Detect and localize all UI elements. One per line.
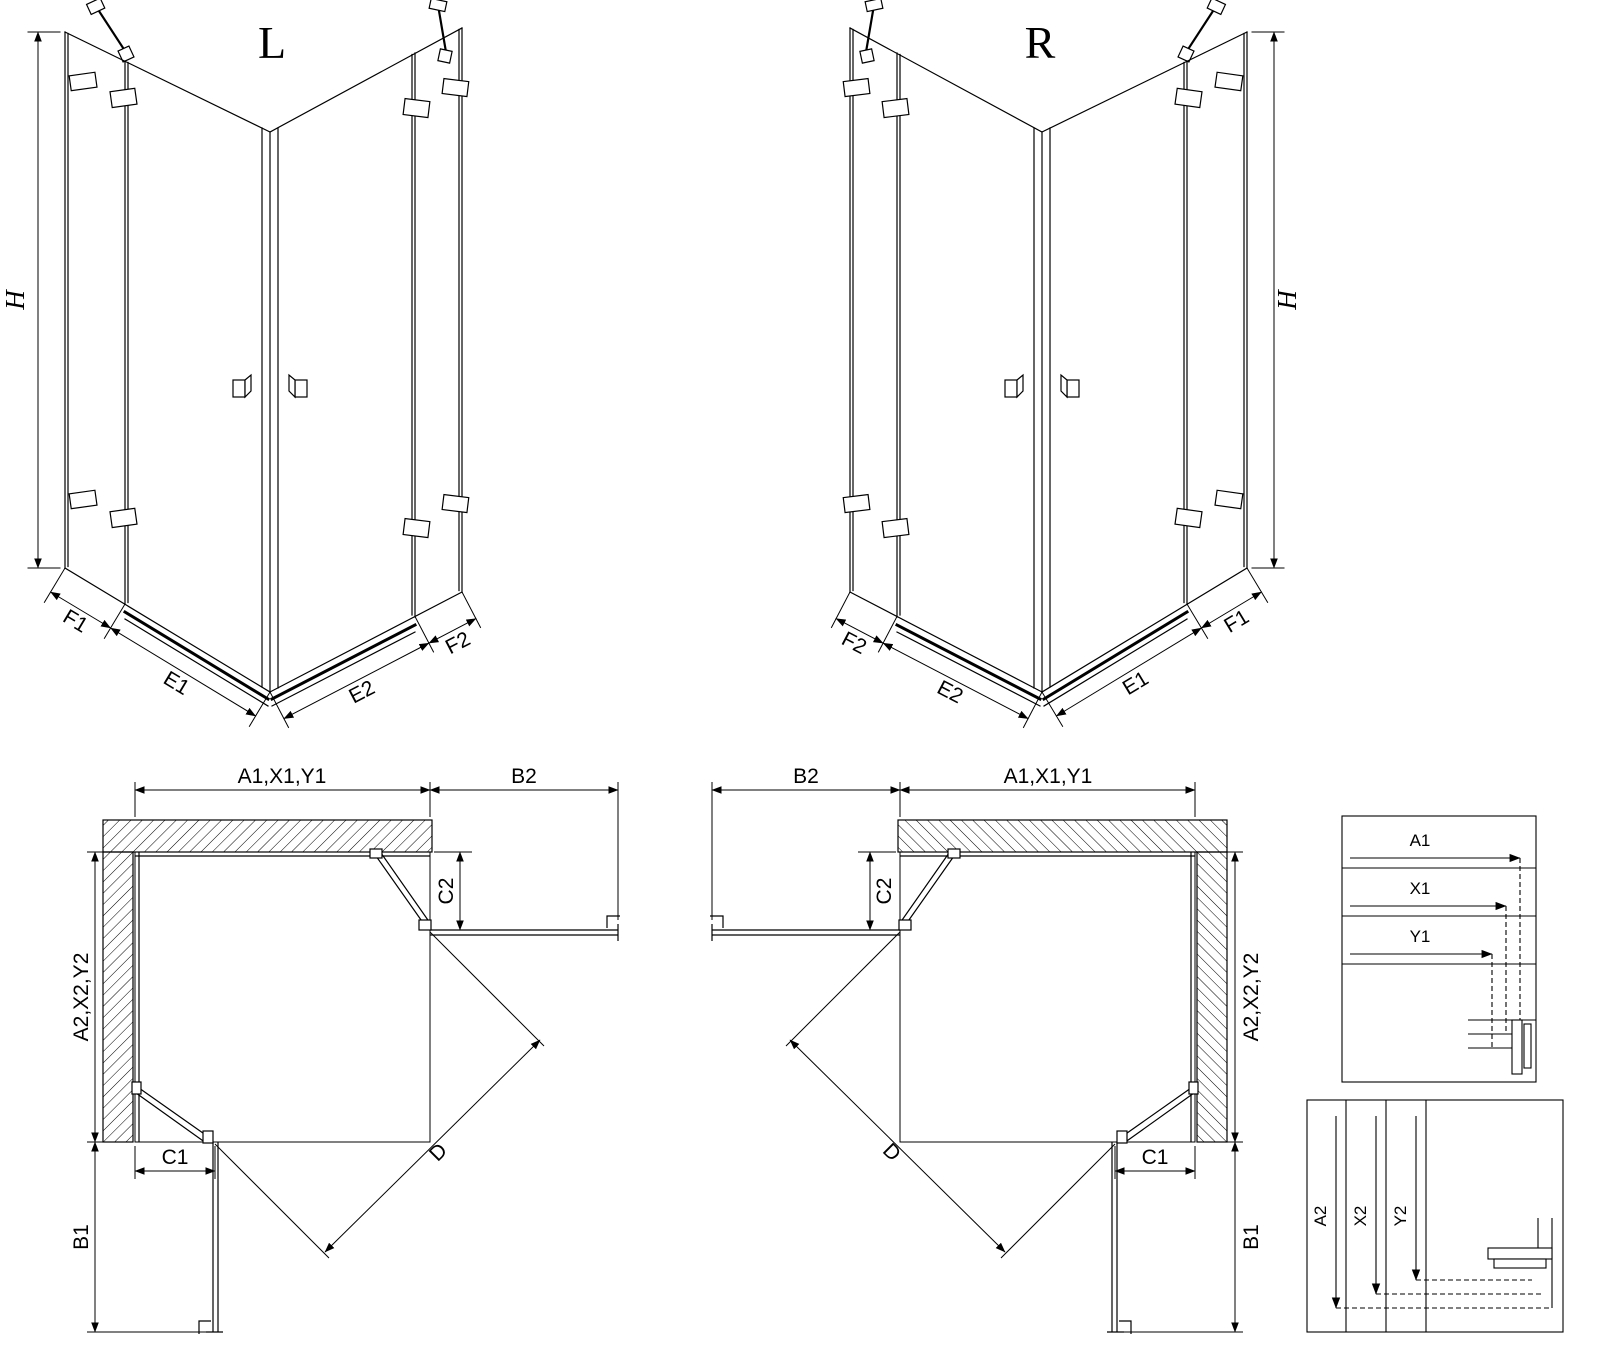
dim-label-c1-left: C1 — [162, 1146, 189, 1169]
detail-depth-frame — [1306, 1099, 1564, 1333]
dim-label-f2-left: F2 — [442, 627, 474, 659]
detail-label-a2: A2 — [1311, 1206, 1330, 1227]
detail-label-x2: X2 — [1351, 1206, 1370, 1227]
detail-width-reference: A1 X1 Y1 — [1341, 815, 1537, 1083]
enclosure-drawing-right — [832, 0, 1285, 727]
dim-label-e1-right: E1 — [1119, 667, 1153, 700]
dim-label-e1-left: E1 — [159, 667, 193, 700]
dim-label-b2-right: B2 — [793, 765, 819, 788]
dim-label-height-left: H — [0, 289, 30, 311]
perspective-view-right: R H F2 E2 E1 F1 — [772, 0, 1302, 745]
detail-depth-reference: A2 X2 Y2 — [1306, 1099, 1564, 1333]
dim-label-d-right: D — [878, 1139, 905, 1166]
plan-drawing-left — [87, 782, 620, 1334]
dim-label-b1-left: B1 — [70, 1224, 93, 1250]
plan-drawing-right — [710, 782, 1243, 1334]
plan-view-right: A1,X1,Y1 B2 C2 A2,X2,Y2 C1 B1 D — [610, 765, 1263, 1371]
variant-label-left: L — [258, 17, 286, 68]
plan-view-left: A1,X1,Y1 B2 C2 A2,X2,Y2 C1 B1 D — [70, 765, 720, 1371]
dim-label-height-right: H — [1272, 289, 1302, 311]
variant-label-right: R — [1025, 17, 1056, 68]
dim-label-e2-right: E2 — [933, 676, 966, 708]
dim-label-c1-right: C1 — [1142, 1146, 1169, 1169]
dim-label-f1-left: F1 — [59, 605, 92, 637]
detail-label-y1: Y1 — [1410, 927, 1431, 946]
dim-label-a2x2y2-right: A2,X2,Y2 — [1240, 953, 1263, 1042]
detail-width-frame — [1341, 815, 1537, 1083]
dim-label-f1-right: F1 — [1220, 605, 1253, 637]
dim-label-b2-left: B2 — [511, 765, 537, 788]
dim-label-c2-left: C2 — [435, 878, 458, 905]
dim-label-d-left: D — [425, 1139, 452, 1166]
dim-label-b1-right: B1 — [1240, 1224, 1263, 1250]
detail-label-a1: A1 — [1410, 831, 1431, 850]
profile-section — [1468, 1019, 1536, 1075]
perspective-view-left: L H F1 E1 E2 F2 — [0, 0, 540, 745]
dim-label-f2-right: F2 — [838, 627, 870, 659]
profile-section — [1487, 1218, 1553, 1308]
detail-label-x1: X1 — [1410, 879, 1431, 898]
enclosure-drawing-left — [28, 0, 481, 727]
detail-label-y2: Y2 — [1391, 1206, 1410, 1227]
dim-label-a1x1y1-right: A1,X1,Y1 — [1004, 765, 1093, 788]
dim-label-c2-right: C2 — [873, 878, 896, 905]
dim-label-a1x1y1-left: A1,X1,Y1 — [238, 765, 327, 788]
dim-label-e2-left: E2 — [345, 676, 378, 708]
dim-label-a2x2y2-left: A2,X2,Y2 — [70, 953, 93, 1042]
